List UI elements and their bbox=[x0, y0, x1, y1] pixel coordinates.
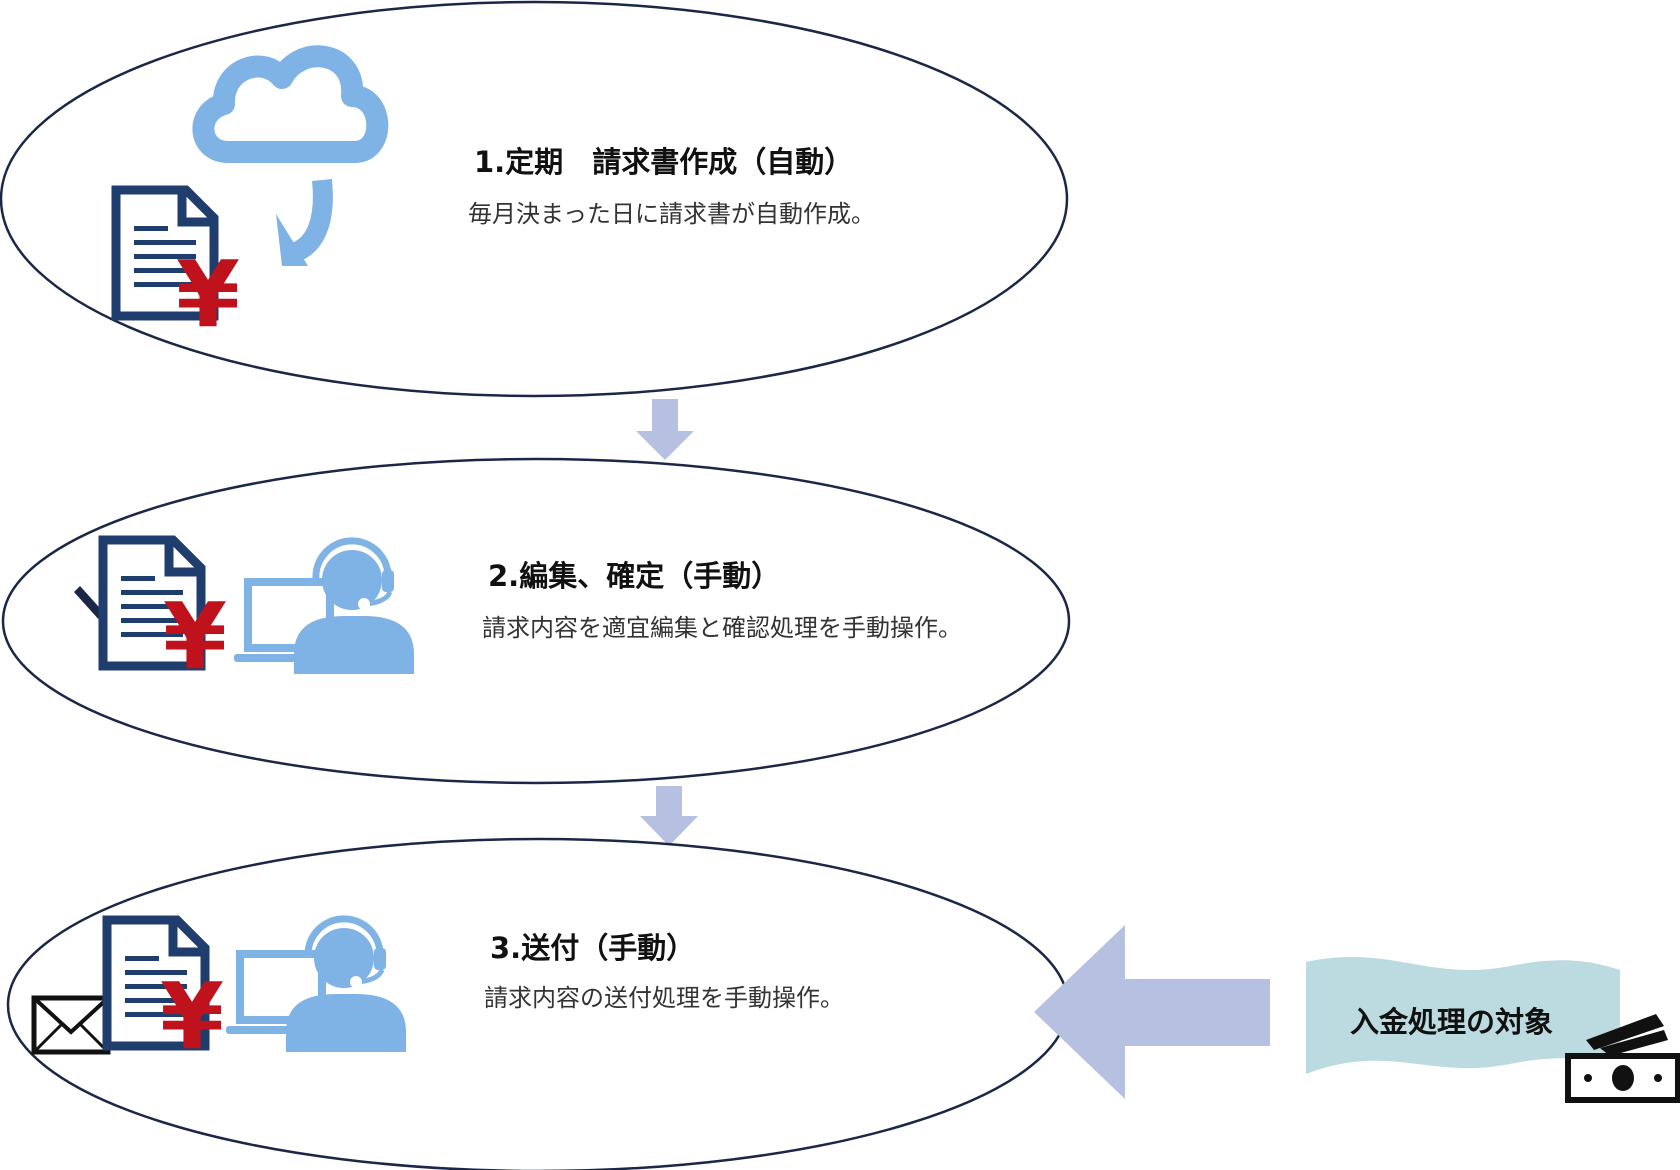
yen-icon: ¥ bbox=[160, 963, 224, 1070]
step-2-ellipse bbox=[1, 457, 1071, 785]
step-2-description: 請求内容を適宜編集と確認処理を手動操作。 bbox=[482, 614, 962, 642]
step-1-title: 1.定期 請求書作成（自動） bbox=[474, 145, 853, 179]
envelope-icon bbox=[31, 995, 111, 1055]
yen-icon: ¥ bbox=[176, 241, 240, 348]
step-2: ¥ 2.編集、確定（手動） 請求内容を適宜編集と確認処理を手動操作。 bbox=[1, 457, 1071, 785]
money-icon bbox=[1565, 1014, 1680, 1103]
step-3-description: 請求内容の送付処理を手動操作。 bbox=[484, 984, 844, 1012]
step-1-description: 毎月決まった日に請求書が自動作成。 bbox=[468, 200, 875, 228]
yen-icon: ¥ bbox=[163, 583, 227, 690]
flow-arrow-1 bbox=[636, 399, 694, 460]
payment-target-label: 入金処理の対象 bbox=[1350, 1005, 1553, 1039]
step-3: ¥ 3.送付（手動） 請求内容の送付処理を手動操作。 bbox=[6, 837, 1070, 1170]
incoming-arrow bbox=[1034, 925, 1270, 1099]
step-2-title: 2.編集、確定（手動） bbox=[488, 559, 780, 593]
cloud-icon bbox=[192, 45, 389, 163]
payment-target-badge: 入金処理の対象 bbox=[1306, 957, 1680, 1103]
flow-arrow-2 bbox=[640, 786, 698, 846]
step-1: ¥ 1.定期 請求書作成（自動） 毎月決まった日に請求書が自動作成。 bbox=[0, 0, 1069, 398]
step-3-title: 3.送付（手動） bbox=[490, 931, 695, 965]
refresh-arrow-icon bbox=[276, 179, 333, 266]
